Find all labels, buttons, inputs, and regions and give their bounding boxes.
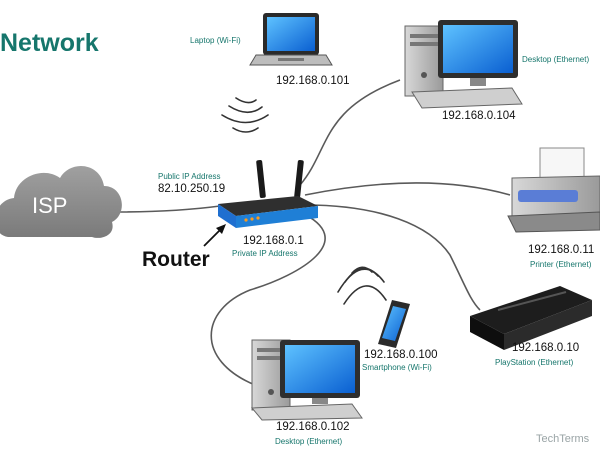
isp-cloud xyxy=(0,166,122,238)
playstation-icon xyxy=(470,286,592,350)
desktop-top-caption: Desktop (Ethernet) xyxy=(522,55,590,64)
techterms-brand: TechTerms xyxy=(536,433,590,445)
cable-router-desktop-top xyxy=(299,79,401,186)
router-pointer-arrow xyxy=(203,224,226,247)
smartphone-wifi-waves xyxy=(337,266,387,305)
desktop-bottom-caption: Desktop (Ethernet) xyxy=(275,437,343,446)
playstation-caption: PlayStation (Ethernet) xyxy=(495,358,574,367)
cable-router-printer xyxy=(304,182,511,196)
router-icon xyxy=(218,159,318,228)
playstation-ip: 192.168.0.10 xyxy=(512,342,580,354)
printer-caption: Printer (Ethernet) xyxy=(530,260,592,269)
page-title: Network xyxy=(0,29,99,57)
smartphone-icon xyxy=(378,300,410,348)
laptop-wifi-waves xyxy=(221,97,269,133)
ethernet-cables xyxy=(117,79,511,386)
cable-router-desktop-bottom xyxy=(210,211,326,386)
printer-icon xyxy=(507,147,600,233)
printer-ip: 192.168.0.11 xyxy=(528,244,595,256)
router-private-ip: 192.168.0.1 xyxy=(243,235,304,247)
router-private-caption: Private IP Address xyxy=(232,249,298,258)
laptop-ip: 192.168.0.101 xyxy=(276,75,350,87)
router-label: Router xyxy=(142,248,210,271)
router-public-caption: Public IP Address xyxy=(158,172,221,181)
cable-isp-router xyxy=(117,205,221,213)
isp-label: ISP xyxy=(32,193,68,218)
smartphone-caption: Smartphone (Wi-Fi) xyxy=(362,363,432,372)
laptop-caption: Laptop (Wi-Fi) xyxy=(190,36,241,45)
laptop-icon xyxy=(249,13,333,66)
desktop-top-ip: 192.168.0.104 xyxy=(442,110,516,122)
smartphone-ip: 192.168.0.100 xyxy=(364,349,438,361)
desktop-top-icon xyxy=(404,20,523,109)
desktop-bottom-ip: 192.168.0.102 xyxy=(276,421,350,433)
cable-router-playstation xyxy=(304,204,481,311)
desktop-bottom-icon xyxy=(250,339,363,421)
router-public-ip: 82.10.250.19 xyxy=(158,183,226,195)
